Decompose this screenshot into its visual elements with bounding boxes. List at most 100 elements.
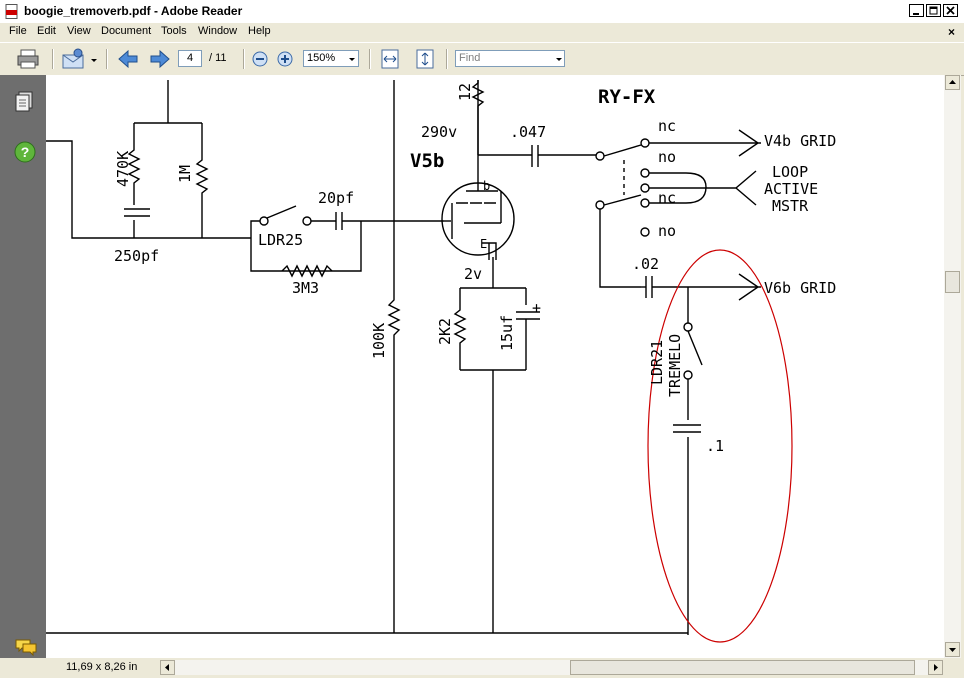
maximize-icon (929, 6, 938, 15)
label-tremelo: TREMELO (666, 334, 684, 397)
title-bar: boogie_tremoverb.pdf - Adobe Reader (0, 0, 964, 24)
scroll-down-button[interactable] (945, 642, 960, 657)
zoom-dropdown-button[interactable] (346, 47, 358, 71)
label-tube-b: b (483, 179, 490, 193)
svg-text:?: ? (21, 144, 30, 160)
label-ldr21: LDR21 (648, 340, 666, 385)
document-view[interactable]: 470K 1M 250pf LDR25 20pf 3M3 100K 12 290… (46, 75, 944, 658)
label-2v: 2v (464, 265, 482, 283)
label-047: .047 (510, 123, 546, 141)
close-document-button[interactable]: × (947, 25, 955, 39)
label-tube-e: E (480, 237, 487, 251)
fit-width-button[interactable] (378, 47, 402, 71)
pages-icon (15, 91, 33, 112)
label-02: .02 (632, 255, 659, 273)
chevron-down-icon (349, 58, 355, 61)
highlight-ellipse (647, 249, 793, 643)
label-v5b: V5b (410, 150, 444, 172)
label-2k2: 2K2 (436, 318, 454, 345)
zoom-in-button[interactable] (275, 47, 295, 71)
arrow-right-icon (934, 664, 938, 671)
find-dropdown-button[interactable] (553, 47, 565, 71)
menu-window[interactable]: Window (198, 25, 238, 37)
label-290v: 290v (421, 123, 457, 141)
label-15uf: 15uf (498, 315, 516, 351)
close-window-button[interactable] (943, 4, 958, 17)
horizontal-scrollbar[interactable] (160, 660, 943, 675)
horizontal-scroll-thumb[interactable] (570, 660, 915, 675)
zoom-in-icon (277, 51, 293, 67)
email-icon (62, 48, 84, 69)
zoom-out-icon (252, 51, 268, 67)
label-v4b-grid: V4b GRID (764, 132, 836, 150)
arrow-left-icon (165, 664, 169, 671)
zoom-level-select[interactable]: 150% (303, 50, 359, 67)
vertical-scroll-thumb[interactable] (945, 271, 960, 293)
comments-icon (15, 639, 37, 657)
navigation-panel: ? (0, 75, 46, 658)
label-3m3: 3M3 (292, 279, 319, 297)
menu-bar: File Edit View Document Tools Window Hel… (0, 23, 964, 41)
menu-document[interactable]: Document (101, 25, 152, 37)
schematic-drawing: 470K 1M 250pf LDR25 20pf 3M3 100K 12 290… (46, 80, 836, 643)
label-plus: + (532, 299, 541, 317)
minimize-icon (913, 13, 919, 15)
status-bar: 11,69 x 8,26 in (0, 658, 964, 678)
label-active: ACTIVE (764, 180, 818, 198)
page-total-label: / 11 (209, 52, 227, 64)
maximize-button[interactable] (926, 4, 941, 17)
label-250pf: 250pf (114, 247, 159, 265)
menu-view[interactable]: View (67, 25, 91, 37)
label-mstr: MSTR (772, 197, 809, 215)
scroll-up-button[interactable] (945, 75, 960, 90)
fit-page-button[interactable] (413, 47, 437, 71)
label-nc-2: nc (658, 189, 676, 207)
label-470k: 470K (114, 151, 132, 187)
zoom-out-button[interactable] (250, 47, 270, 71)
label-12: 12 (456, 83, 474, 101)
close-icon (946, 6, 955, 15)
label-1m: 1M (176, 165, 194, 183)
label-ldr25: LDR25 (258, 231, 303, 249)
fit-width-icon (381, 49, 399, 69)
arrow-left-icon (118, 49, 138, 69)
menu-help[interactable]: Help (248, 25, 271, 37)
menu-file[interactable]: File (9, 25, 27, 37)
toolbar: 4 / 11 150% Find (0, 42, 964, 76)
menu-tools[interactable]: Tools (161, 25, 187, 37)
label-c1: .1 (706, 437, 724, 455)
chevron-down-icon (556, 58, 562, 61)
arrow-up-icon (949, 80, 956, 84)
help-panel-button[interactable]: ? (14, 141, 36, 163)
label-nc-1: nc (658, 117, 676, 135)
chevron-down-icon (91, 59, 97, 62)
page-size-label: 11,69 x 8,26 in (66, 661, 138, 673)
help-icon: ? (14, 141, 36, 163)
printer-icon (17, 49, 39, 69)
label-no-1: no (658, 148, 676, 166)
label-20pf: 20pf (318, 189, 354, 207)
find-input[interactable]: Find (455, 50, 565, 67)
fit-page-icon (416, 49, 434, 69)
menu-edit[interactable]: Edit (37, 25, 56, 37)
page-number-input[interactable]: 4 (178, 50, 202, 67)
pdf-file-icon (5, 4, 18, 19)
print-button[interactable] (16, 47, 44, 71)
minimize-button[interactable] (909, 4, 924, 17)
scroll-left-button[interactable] (160, 660, 175, 675)
label-ry-fx: RY-FX (598, 86, 656, 108)
comments-panel-button[interactable] (14, 637, 38, 657)
window-title: boogie_tremoverb.pdf - Adobe Reader (24, 4, 243, 18)
pages-panel-button[interactable] (14, 91, 34, 113)
label-v6b-grid: V6b GRID (764, 279, 836, 297)
vertical-scrollbar[interactable] (944, 75, 961, 658)
previous-page-button[interactable] (116, 47, 140, 71)
arrow-down-icon (949, 648, 956, 652)
next-page-button[interactable] (148, 47, 172, 71)
arrow-right-icon (150, 49, 170, 69)
label-100k: 100K (370, 323, 388, 359)
email-button[interactable] (60, 47, 100, 71)
label-no-2: no (658, 222, 676, 240)
scroll-right-button[interactable] (928, 660, 943, 675)
label-loop: LOOP (772, 163, 808, 181)
